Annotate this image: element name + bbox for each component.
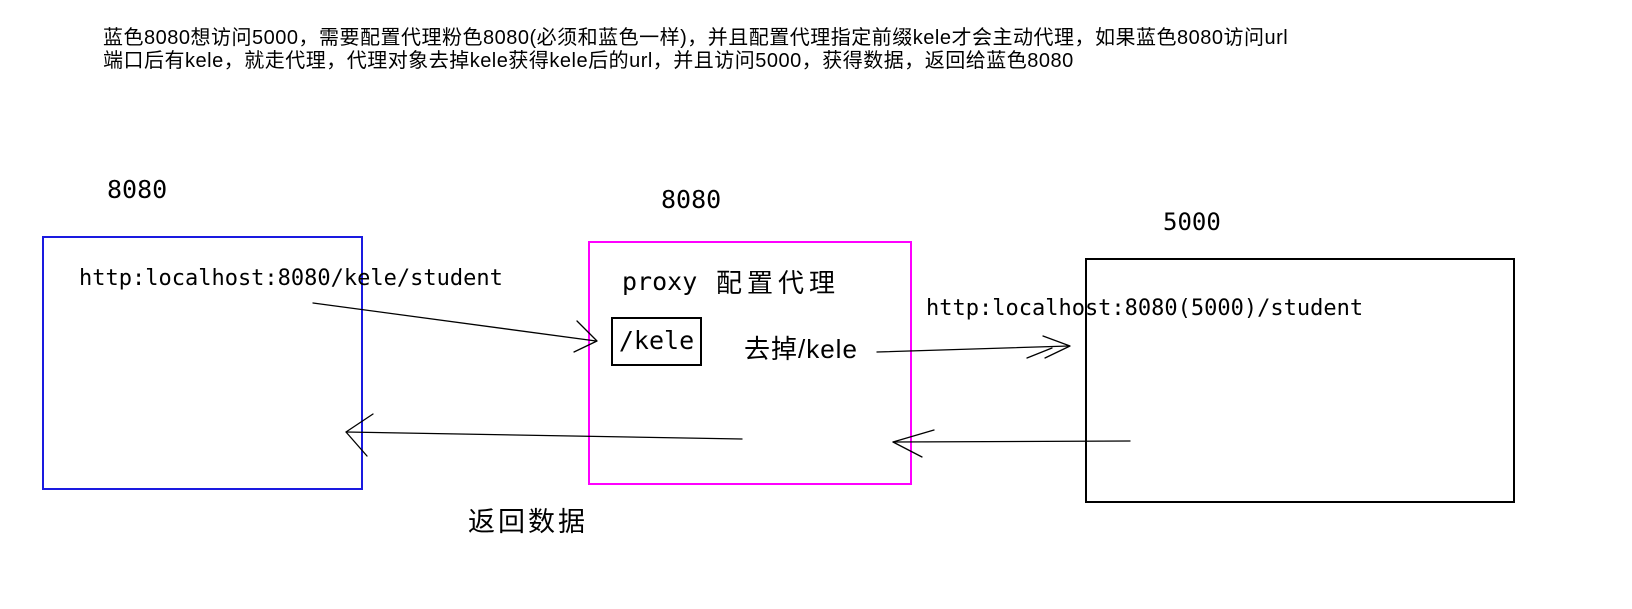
client-request-url: http:localhost:8080/kele/student	[79, 266, 503, 291]
client-port-label: 8080	[107, 175, 168, 204]
client-box	[42, 236, 363, 490]
proxy-prefix-box: /kele	[611, 317, 702, 366]
proxy-strip-label: 去掉/kele	[744, 334, 858, 364]
proxy-config-label: 配置代理	[716, 268, 841, 298]
explanation-paragraph: 蓝色8080想访问5000，需要配置代理粉色8080(必须和蓝色一样)，并且配置…	[103, 27, 1288, 73]
server-box	[1085, 258, 1515, 503]
proxied-request-url: http:localhost:8080(5000)/student	[926, 296, 1364, 321]
explanation-line-1: 蓝色8080想访问5000，需要配置代理粉色8080(必须和蓝色一样)，并且配置…	[103, 27, 1289, 49]
proxy-box	[588, 241, 912, 485]
explanation-line-2: 端口后有kele，就走代理，代理对象去掉kele获得kele后的url，并且访问…	[103, 50, 1074, 72]
return-data-label: 返回数据	[468, 507, 588, 537]
proxy-name-label: proxy	[622, 267, 698, 296]
proxy-port-label: 8080	[661, 185, 722, 214]
server-port-label: 5000	[1163, 208, 1221, 236]
